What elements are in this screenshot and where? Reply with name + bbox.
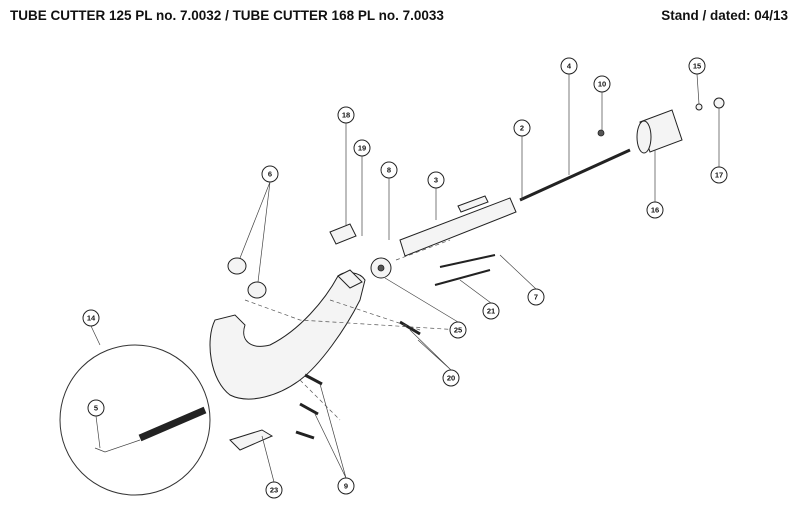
slide-cover-part <box>457 195 489 213</box>
date-stamp: Stand / dated: 04/13 <box>661 8 788 23</box>
frame-top-block <box>337 269 363 289</box>
svg-text:3: 3 <box>434 176 438 185</box>
svg-text:8: 8 <box>387 166 391 175</box>
callout-5: 5 <box>87 399 105 417</box>
callout-8: 8 <box>380 161 398 179</box>
axle-pin-part <box>304 373 323 386</box>
svg-text:5: 5 <box>94 404 98 413</box>
slider-block-part <box>329 223 357 245</box>
slide-part <box>399 197 517 257</box>
svg-text:20: 20 <box>447 374 455 383</box>
spring-part <box>434 269 491 286</box>
svg-text:7: 7 <box>534 293 538 302</box>
detail-spring <box>138 406 207 442</box>
callout-18: 18 <box>337 106 355 124</box>
svg-text:15: 15 <box>693 62 701 71</box>
pin-part <box>439 254 496 268</box>
svg-text:23: 23 <box>270 486 278 495</box>
screw-part <box>597 129 605 137</box>
svg-text:25: 25 <box>454 326 462 335</box>
callout-20: 20 <box>442 369 460 387</box>
callout-14: 14 <box>82 309 100 327</box>
callout-3: 3 <box>427 171 445 189</box>
callout-9: 9 <box>337 477 355 495</box>
svg-text:21: 21 <box>487 307 495 316</box>
callout-10: 10 <box>593 75 611 93</box>
document-title: TUBE CUTTER 125 PL no. 7.0032 / TUBE CUT… <box>10 8 444 23</box>
nut-part <box>713 97 725 109</box>
wheel-hub <box>377 264 385 272</box>
svg-text:16: 16 <box>651 206 659 215</box>
axle-pin-part <box>295 430 315 440</box>
callout-16: 16 <box>646 201 664 219</box>
callout-7: 7 <box>527 288 545 306</box>
callout-15: 15 <box>688 57 706 75</box>
svg-text:17: 17 <box>715 171 723 180</box>
spindle-part <box>519 148 631 202</box>
roller-part <box>247 281 267 299</box>
callout-17: 17 <box>710 166 728 184</box>
lever-part <box>229 429 274 451</box>
svg-text:6: 6 <box>268 170 272 179</box>
axle-pin-part <box>299 402 319 416</box>
callout-6: 6 <box>261 165 279 183</box>
callout-21: 21 <box>482 302 500 320</box>
svg-text:14: 14 <box>87 314 96 323</box>
washer-part <box>695 103 703 111</box>
svg-text:2: 2 <box>520 124 524 133</box>
cutter-frame <box>209 272 366 400</box>
svg-text:9: 9 <box>344 482 348 491</box>
axle-pin-part <box>399 320 421 336</box>
callout-19: 19 <box>353 139 371 157</box>
svg-text:18: 18 <box>342 111 350 120</box>
svg-text:19: 19 <box>358 144 366 153</box>
detail-pin <box>94 439 141 453</box>
roller-part <box>227 257 247 275</box>
callout-4: 4 <box>560 57 578 75</box>
detail-circle <box>59 344 211 496</box>
callout-2: 2 <box>513 119 531 137</box>
svg-text:10: 10 <box>598 80 606 89</box>
knob-face <box>636 120 652 154</box>
callout-23: 23 <box>265 481 283 499</box>
callout-25: 25 <box>449 321 467 339</box>
svg-text:4: 4 <box>567 62 572 71</box>
